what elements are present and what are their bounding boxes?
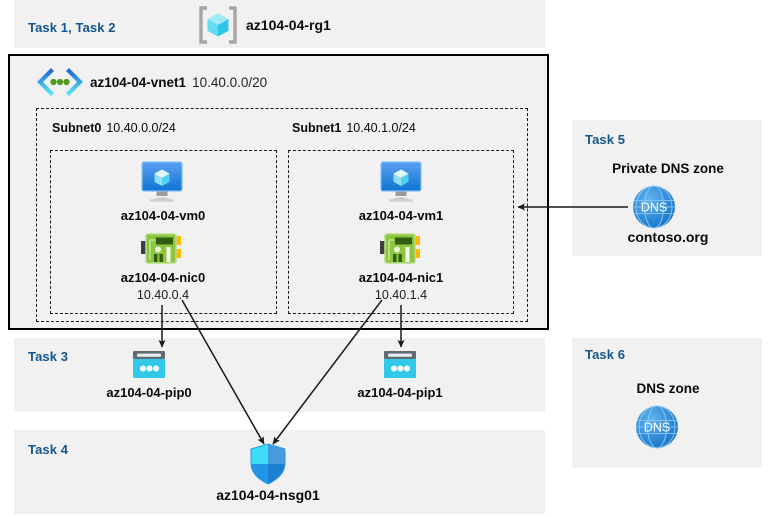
subnet0-cidr: 10.40.0.0/24: [106, 121, 176, 135]
vnet-frame: [8, 54, 549, 330]
subnet1-cidr: 10.40.1.0/24: [346, 121, 416, 135]
public-ip-panel: [14, 338, 545, 412]
resource-group-header-panel: [14, 0, 545, 48]
nic0-name: az104-04-nic0: [120, 270, 206, 285]
task-label-6: Task 6: [585, 347, 626, 362]
vnet-header: az104-04-vnet1 10.40.0.0/20: [90, 75, 267, 90]
public-ip-address-icon: [130, 349, 168, 383]
network-interface-icon: [141, 231, 183, 267]
vnet-cidr: 10.40.0.0/20: [192, 75, 268, 90]
nic1-name: az104-04-nic1: [358, 270, 444, 285]
nic1-ip: 10.40.1.4: [374, 288, 428, 302]
network-security-group-icon: [249, 443, 287, 485]
virtual-network-icon: [36, 68, 84, 96]
resource-group-icon: [196, 6, 240, 44]
subnet0-box: [50, 150, 277, 314]
nsg-name: az104-04-nsg01: [216, 487, 320, 503]
nic0-ip: 10.40.0.4: [136, 288, 190, 302]
private-dns-panel: [572, 120, 762, 256]
dns-zone-icon: DNS: [633, 403, 681, 451]
dns-zone-icon: DNS: [630, 183, 678, 231]
dns-zone-title: DNS zone: [636, 381, 700, 396]
task-label-5: Task 5: [585, 132, 626, 147]
private-dns-name: contoso.org: [627, 229, 709, 245]
subnet0-name: Subnet0: [52, 121, 102, 135]
vm1-name: az104-04-vm1: [358, 208, 444, 223]
dns-icon-text: DNS: [644, 421, 670, 435]
subnet1-header: Subnet1 10.40.1.0/24: [292, 121, 416, 135]
task-label-3: Task 3: [28, 349, 69, 364]
subnet0-header: Subnet0 10.40.0.0/24: [52, 121, 176, 135]
vnet-name: az104-04-vnet1: [90, 75, 187, 90]
network-interface-icon: [380, 231, 422, 267]
private-dns-title: Private DNS zone: [612, 161, 724, 176]
vm0-name: az104-04-vm0: [120, 208, 206, 223]
task-label-1-2: Task 1, Task 2: [28, 20, 116, 35]
virtual-machine-icon: [136, 158, 188, 204]
task-label-4: Task 4: [28, 442, 69, 457]
virtual-machine-icon: [375, 158, 427, 204]
pip1-name: az104-04-pip1: [357, 385, 443, 400]
public-ip-address-icon: [381, 349, 419, 383]
resource-group-name: az104-04-rg1: [246, 17, 331, 33]
dns-zone-panel: [572, 338, 762, 468]
dns-icon-text: DNS: [641, 201, 667, 215]
pip0-name: az104-04-pip0: [106, 385, 192, 400]
subnet1-name: Subnet1: [292, 121, 342, 135]
